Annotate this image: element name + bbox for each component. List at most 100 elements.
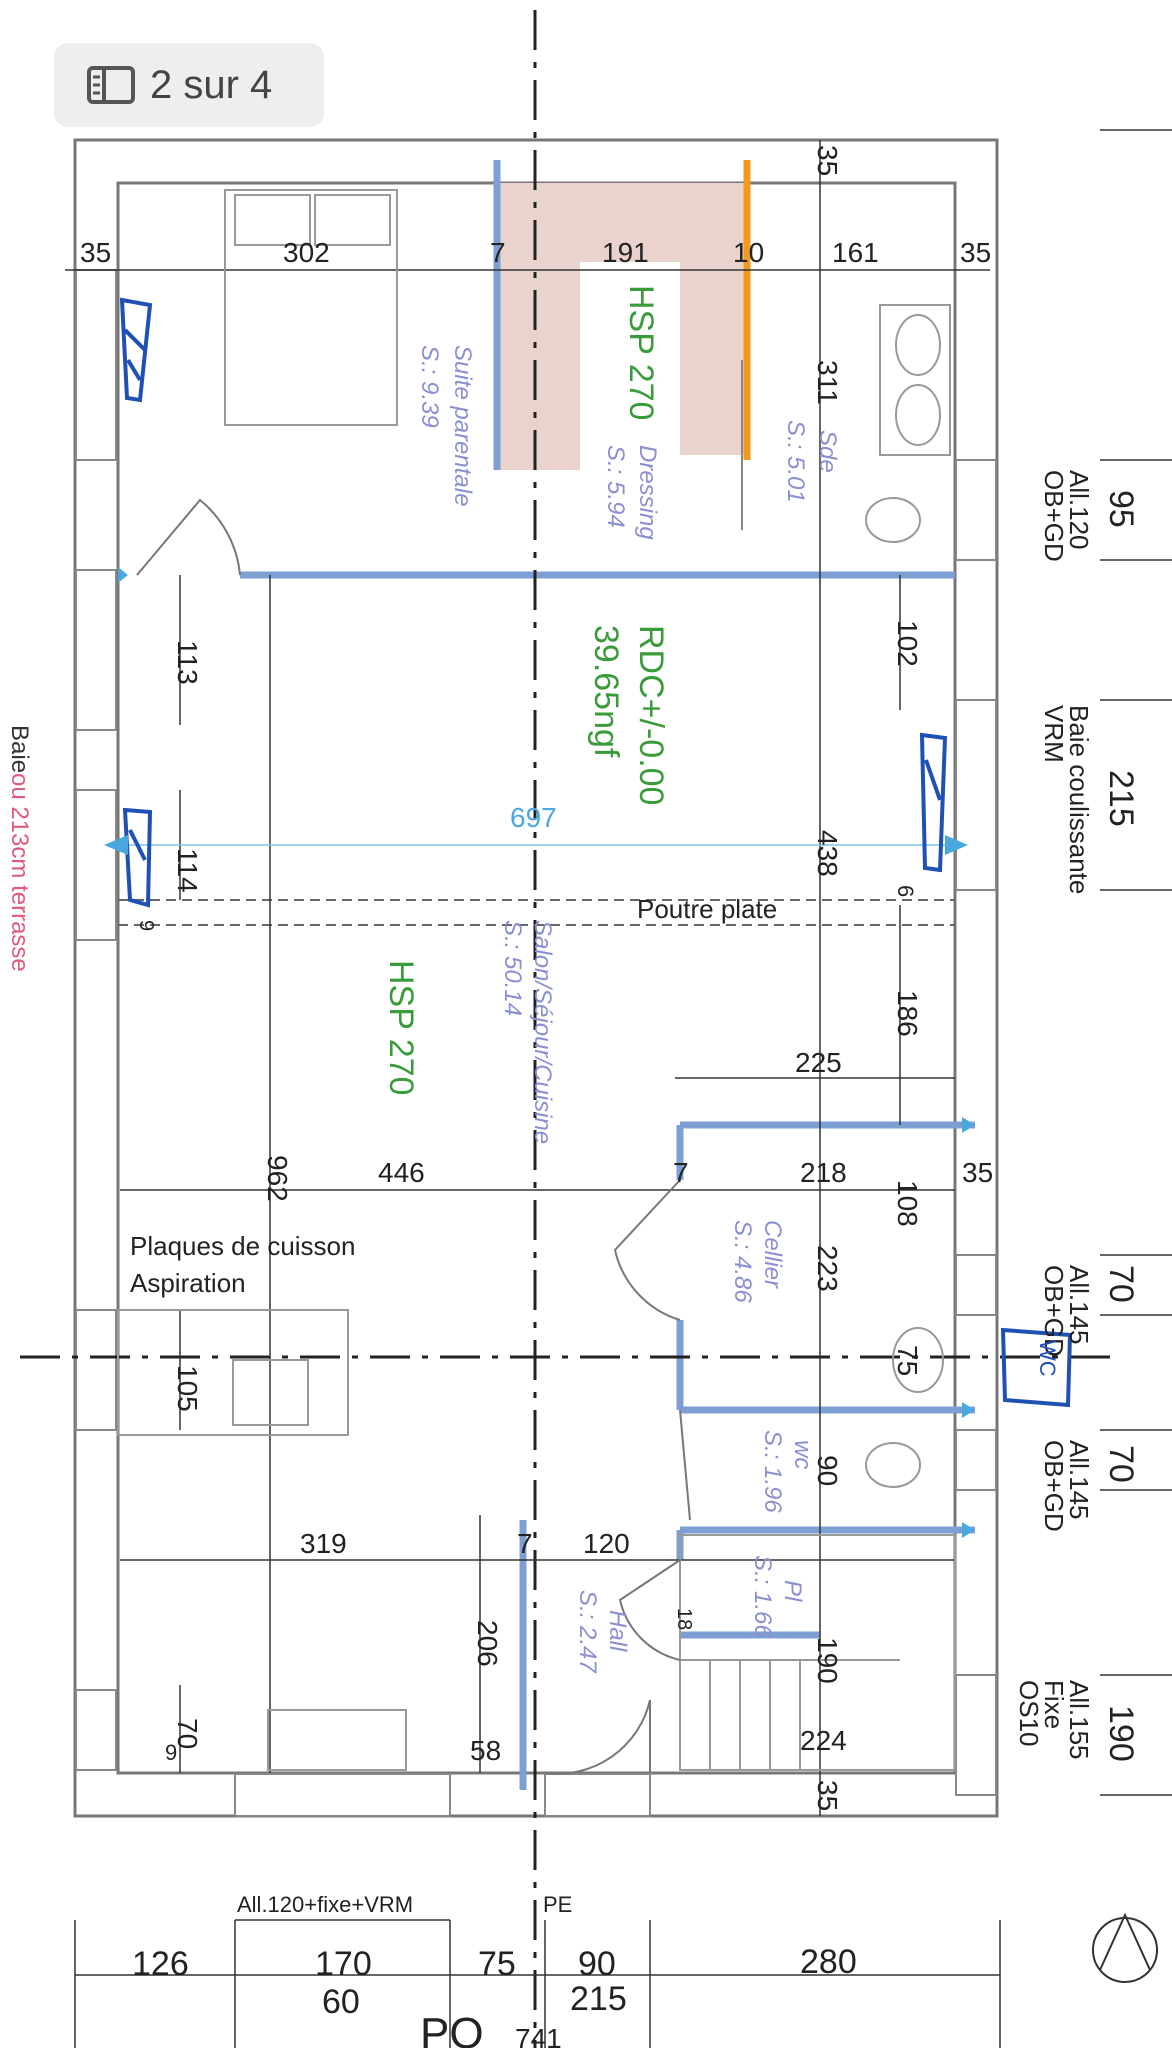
right-os10: OS10 <box>1014 1680 1044 1747</box>
right-obgd-1: OB+GD <box>1039 470 1069 562</box>
dim-438: 438 <box>812 830 843 877</box>
interior-walls <box>240 160 975 1790</box>
handwritten-scribble: WC <box>1035 1340 1060 1377</box>
dim-186: 186 <box>892 990 923 1037</box>
salon-area: S.: 50.14 <box>499 920 526 1016</box>
baie-prefix: Baie <box>6 725 33 773</box>
page-indicator-label: 2 sur 4 <box>150 62 273 107</box>
dim-225: 225 <box>795 1047 842 1078</box>
dim-90: 90 <box>812 1455 843 1486</box>
bottom-po: PO <box>420 2009 484 2048</box>
placard-name: Pl <box>779 1580 806 1602</box>
dim-7c: 7 <box>517 1528 533 1559</box>
window-openings <box>75 269 997 1817</box>
dim-962: 962 <box>262 1155 293 1202</box>
bottom-75: 75 <box>478 1945 516 1983</box>
bed <box>224 189 398 426</box>
right-all120: All.120 <box>1064 470 1094 550</box>
bottom-60: 60 <box>322 1983 360 2021</box>
bottom-170: 170 <box>315 1945 372 1983</box>
right-all145a: All.145 <box>1064 1265 1094 1345</box>
dim-446: 446 <box>378 1157 425 1188</box>
hall-name: Hall <box>604 1610 631 1652</box>
right-w70a: 70 <box>1102 1265 1140 1303</box>
dim-75: 75 <box>892 1345 923 1376</box>
bathroom-fixtures <box>865 304 951 1488</box>
doors <box>136 498 691 1775</box>
bottom-dimension-lines <box>74 1919 1001 2048</box>
cellier-name: Cellier <box>759 1220 786 1289</box>
dressing-name: Dressing <box>634 445 661 540</box>
dim-6: 6 <box>893 885 918 897</box>
kitchen-island <box>117 1309 407 1771</box>
dim-190: 190 <box>812 1637 843 1684</box>
level-line1: RDC+/-0.00 <box>632 625 670 805</box>
wc-area: S.: 1.96 <box>759 1430 786 1513</box>
dim-35-top: 35 <box>812 145 843 176</box>
wc-name: wc <box>789 1440 816 1469</box>
hall-area: S.: 2.47 <box>574 1590 601 1674</box>
dim-224: 224 <box>800 1725 847 1756</box>
right-fixe: Fixe <box>1039 1680 1069 1729</box>
bottom-215: 215 <box>570 1980 627 2018</box>
dim-302: 302 <box>283 237 330 268</box>
bottom-126: 126 <box>132 1945 189 1983</box>
right-w95: 95 <box>1102 490 1140 528</box>
beam-lines <box>118 899 955 926</box>
bottom-741: 741 <box>515 2023 562 2048</box>
north-arrow <box>1092 1912 1158 1983</box>
suite-name: Suite parentale <box>449 345 476 506</box>
bottom-280: 280 <box>800 1943 857 1981</box>
dim-35a: 35 <box>80 237 111 268</box>
pages-icon <box>87 66 135 104</box>
salon-hsp: HSP 270 <box>382 960 420 1095</box>
cyan-arrows <box>104 567 975 1538</box>
right-w70b: 70 <box>1102 1445 1140 1483</box>
dim-7a: 7 <box>490 237 506 268</box>
dim-7b: 7 <box>673 1157 689 1188</box>
right-all155: All.155 <box>1064 1680 1094 1760</box>
cooktop-note-2: Aspiration <box>130 1268 246 1298</box>
dim-102: 102 <box>892 620 923 667</box>
cellier-area: S.: 4.86 <box>729 1220 756 1303</box>
dim-120: 120 <box>583 1528 630 1559</box>
dim-218: 218 <box>800 1157 847 1188</box>
dim-18: 18 <box>673 1608 695 1630</box>
suite-area: S.: 9.39 <box>416 345 443 428</box>
bottom-90: 90 <box>578 1945 616 1983</box>
dimension-lines <box>65 140 990 1816</box>
cooktop-note-1: Plaques de cuisson <box>130 1231 355 1261</box>
cyan-dimension: 697 <box>510 802 557 833</box>
baie-pink-note: ou 213cm terrasse <box>6 773 33 972</box>
dim-9b: 9 <box>165 1740 177 1765</box>
dim-35b: 35 <box>960 237 991 268</box>
right-w190: 190 <box>1102 1705 1140 1762</box>
right-vrm: VRM <box>1039 705 1069 763</box>
dim-191: 191 <box>602 237 649 268</box>
bottom-all120-fixe-vrm: All.120+fixe+VRM <box>237 1892 413 1917</box>
dim-105: 105 <box>172 1365 203 1412</box>
dim-113: 113 <box>172 640 203 685</box>
dim-9a: 9 <box>135 920 157 931</box>
dim-161: 161 <box>832 237 879 268</box>
page-indicator[interactable]: 2 sur 4 <box>54 43 324 127</box>
dim-10: 10 <box>733 237 764 268</box>
stairs <box>679 1534 956 1771</box>
dim-58: 58 <box>470 1735 501 1766</box>
right-baie-coulissante: Baie coulissante <box>1064 705 1094 894</box>
dim-70: 70 <box>172 1718 203 1749</box>
axis-lines <box>20 10 1120 2048</box>
beam-note: Poutre plate <box>637 894 777 924</box>
dressing-area: S.: 5.94 <box>602 445 629 528</box>
right-dimension-ticks <box>1100 129 1172 1796</box>
dressing-shading <box>495 183 745 470</box>
dressing-hsp: HSP 270 <box>622 285 660 420</box>
dim-35c: 35 <box>962 1157 993 1188</box>
level-line2: 39.65ngf <box>587 625 625 758</box>
right-all145b: All.145 <box>1064 1440 1094 1520</box>
sde-area: S.: 5.01 <box>782 420 809 503</box>
placard-area: S.: 1.66 <box>749 1555 776 1638</box>
salon-name: Salon/Séjour/Cuisine <box>529 920 556 1144</box>
right-obgd-2: OB+GD <box>1039 1265 1069 1357</box>
